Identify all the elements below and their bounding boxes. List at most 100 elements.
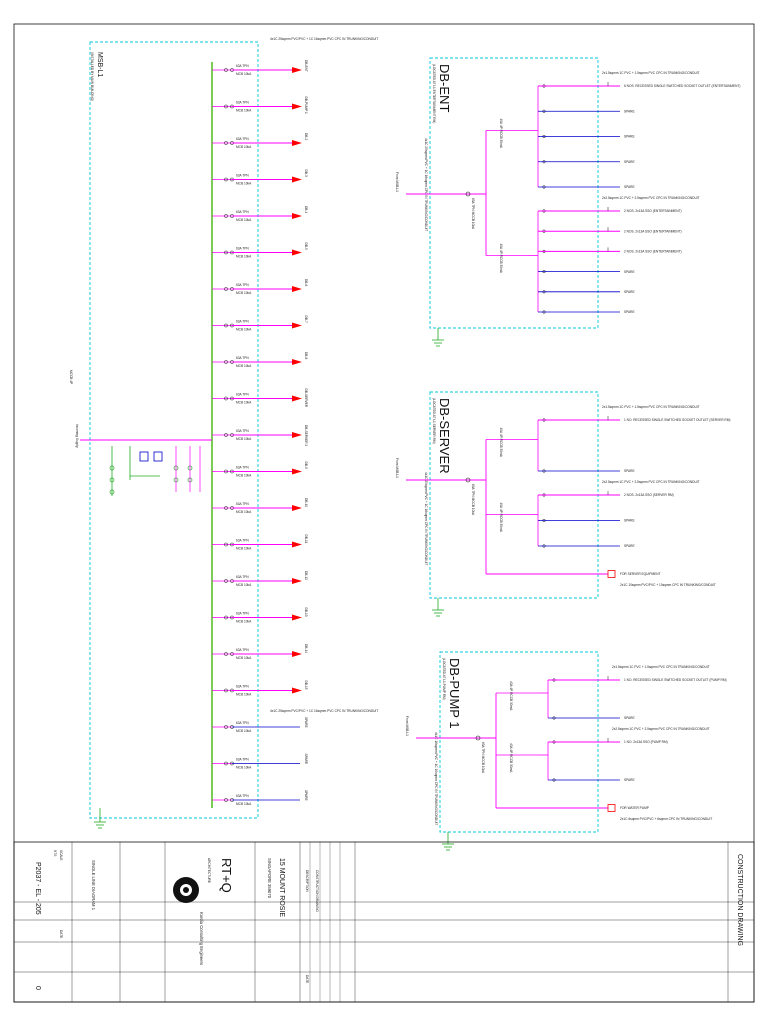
final-circuit-label: SPARE [624, 469, 635, 473]
breaker-contact-icon [224, 579, 228, 583]
distribution-board: DB-ENT(LOCATED AT L1 ENTERTAINMENT RM)4x… [395, 57, 740, 347]
breaker-contact-icon [224, 761, 228, 766]
final-circuit-label: 2 NOS. 2x13A SSO (ENTERTAINMENT) [624, 229, 682, 233]
breaker-contact-icon [224, 688, 228, 693]
final-circuit: 1 NO. 2x13A SSO (PUMP RM) [548, 738, 668, 744]
outgoing-arrow-icon [292, 541, 302, 548]
incomer-breaker-icon [465, 191, 471, 197]
breaker-contact-icon [224, 469, 228, 474]
circuit-breaker-label: 63A TPN [236, 539, 249, 543]
circuit-breaker-label: 63A TPN [236, 174, 249, 178]
outgoing-arrow-icon [292, 213, 302, 219]
distribution-board: DB-SERVER(LOCATED AT L1 SERVER RM)4x1C 2… [395, 391, 730, 617]
circuit-breaker-rating: MCB 10kA [236, 218, 252, 222]
group-cable-header: 2x1.5sqmm 1C PVC + 1.5sqmm PVC CPC IN TR… [602, 405, 700, 409]
isolator-switch-icon [607, 570, 616, 578]
circuit-breaker-label: 63A TPN [236, 429, 249, 433]
circuit-breaker-rating: MCB 10kA [236, 109, 252, 113]
circuit-group: 40A 4P RCCB 30mA 2x1.5sqmm 1C PVC + 1.5sq… [486, 405, 730, 473]
outgoing-arrow-icon [292, 614, 302, 621]
final-circuit-label: 1 NO. 2x13A SSO (PUMP RM) [624, 740, 668, 744]
circuit-breaker-label: 63A TPN [236, 758, 249, 762]
final-circuit-label: SPARE [624, 519, 635, 523]
scale-value: NTS [53, 850, 57, 856]
circuit-breaker-label: 63A TPN [236, 247, 249, 251]
consultant-name: Kurdia Consulting Engineers [199, 912, 204, 965]
distribution-boards: DB-ENT(LOCATED AT L1 ENTERTAINMENT RM)4x… [395, 57, 740, 851]
circuit-name: DB-8 [304, 352, 308, 359]
main-board: MSB-L1 (INSTALLED BY MAIN BUILDING) Inco… [69, 37, 378, 829]
final-circuit: SPARE [538, 469, 635, 473]
drawing-title: SINGLE LINE DIAGRAM 1 [91, 860, 96, 911]
circuit-breaker-rating: MCB 10kA [236, 182, 252, 186]
metering-section [109, 446, 201, 496]
group-rccb: 40A 4P RCCB 30mA [499, 428, 503, 458]
circuit-breaker-label: 63A TPN [236, 320, 249, 324]
incomer-breaker-icon [475, 735, 481, 741]
circuit-name: SPARE [304, 754, 308, 765]
revision-table-header-date: DATE [305, 975, 309, 983]
isolator-switch-icon [607, 804, 616, 812]
circuit-breaker-label: 63A TPN [236, 101, 249, 105]
outgoing-arrow-icon [292, 651, 302, 657]
outgoing-arrow-icon [292, 359, 302, 365]
breaker-contact-icon [224, 652, 228, 656]
circuit-name: DB-6 [304, 279, 308, 286]
final-circuit: 2 NOS. 2x13A SSO (ENTERTAINMENT) [538, 227, 682, 233]
indicator-lamp-1 [109, 465, 115, 471]
final-circuit: 1 NO. RECESSED SINGLE SWITCHED SOCKET OU… [548, 676, 727, 682]
circuit-breaker-rating: MCB 10kA [236, 401, 252, 405]
group-rccb: 40A 4P RCCB 30mA [509, 681, 513, 711]
group-rccb: 40A 4P RCCB 30mA [499, 244, 503, 274]
breaker-contact-icon [224, 250, 228, 255]
drawing-number: P2037 - EL - 205 [34, 862, 41, 915]
title-block: CONSTRUCTION DRAWING DESCRIPTION DATE CO… [13, 841, 755, 1003]
main-board-earth-icon [94, 808, 106, 829]
final-circuit-label: SPARE [624, 160, 635, 164]
outgoing-arrow-icon [292, 687, 302, 694]
breaker-contact-icon [224, 725, 228, 729]
main-board-enclosure [89, 41, 259, 819]
final-circuit: 1 NO. RECESSED SINGLE SWITCHED SOCKET OU… [538, 416, 730, 422]
ammeter [139, 451, 149, 462]
circuit-breaker-rating: MCB 10kA [236, 620, 252, 624]
board-enclosure [429, 57, 599, 329]
breaker-contact-icon [224, 141, 228, 145]
board-subtitle: (LOCATED AT L1 PUMP RM) [442, 658, 446, 700]
circuit-breaker-rating: MCB 10kA [236, 693, 252, 697]
final-circuit: SPARE [538, 310, 635, 314]
final-circuit: SPARE [538, 135, 635, 139]
final-circuit-label: SPARE [624, 135, 635, 139]
circuit-breaker-rating: MCB 10kA [236, 255, 252, 259]
circuit-breaker-rating: MCB 10kA [236, 328, 252, 332]
circuit-name: DB-7 [304, 316, 308, 323]
group-cable-header: 2x2.5sqmm 1C PVC + 2.5sqmm PVC CPC IN TR… [602, 196, 700, 200]
final-circuit-label: SPARE [624, 290, 635, 294]
outgoing-arrow-icon [292, 103, 302, 110]
circuit-breaker-label: 63A TPN [236, 648, 249, 652]
isolator-cable: 2x1C 6sqmm PVC/PVC + 6sqmm CPC IN TRUNKI… [620, 817, 712, 821]
circuit-breaker-label: 63A TPN [236, 283, 249, 287]
drawing-status: CONSTRUCTION DRAWING [736, 854, 743, 946]
board-subtitle: (LOCATED AT L1 SERVER RM) [432, 398, 436, 444]
group-cable-header: 2x2.5sqmm 1C PVC + 2.5sqmm PVC CPC IN TR… [612, 727, 710, 731]
revision-number: 0 [34, 986, 41, 990]
final-circuit: SPARE [538, 544, 635, 548]
circuit-breaker-rating: MCB 10kA [236, 583, 252, 587]
voltmeter [153, 451, 163, 462]
outgoing-arrow-icon [292, 322, 302, 329]
outgoing-arrow-icon [292, 140, 302, 146]
circuit-breaker-rating: MCB 10kA [236, 729, 252, 733]
architect-label: ARCHITECTURE [207, 858, 211, 883]
final-circuit-label: SPARE [624, 270, 635, 274]
circuit-name: DB-11 [304, 535, 308, 544]
consultant-gear-icon [173, 877, 199, 903]
outgoing-arrow-icon [292, 578, 302, 584]
